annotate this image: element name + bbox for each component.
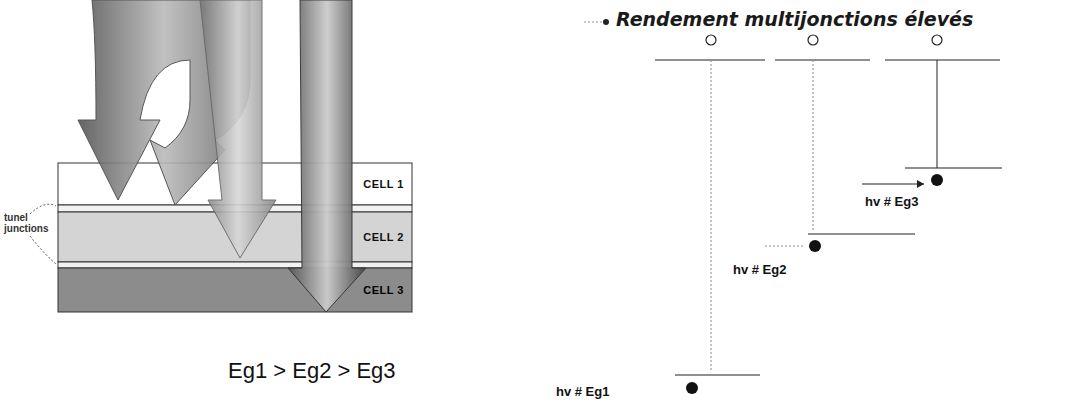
electron — [931, 174, 943, 186]
band-level — [808, 233, 915, 234]
bullet — [603, 19, 609, 25]
photon-line — [765, 246, 803, 247]
leader-line — [30, 236, 56, 264]
transition-line — [711, 60, 712, 372]
transition-line — [813, 60, 814, 232]
photon-arrow — [862, 184, 924, 185]
photon-label: hv # Eg2 — [733, 262, 786, 277]
light-arrow — [200, 0, 276, 258]
bandgap-order: Eg1 > Eg2 > Eg3 — [228, 358, 396, 384]
cell-layer: CELL 2 — [58, 212, 412, 262]
junction-label: tunel junctions — [4, 212, 52, 234]
photon-label: hv # Eg1 — [556, 384, 609, 399]
light-arrow — [288, 0, 366, 312]
tunnel-junction — [58, 262, 412, 268]
cell-layer: CELL 3 — [58, 268, 412, 312]
electron — [686, 382, 698, 394]
electron — [809, 240, 821, 252]
title: Rendement multijonctions élevés — [616, 8, 973, 30]
band-level — [775, 59, 870, 60]
cell-label: CELL 2 — [363, 231, 404, 243]
photon-label: hv # Eg3 — [865, 194, 918, 209]
cell-label: CELL 1 — [363, 178, 404, 190]
hole — [808, 35, 818, 45]
arrowhead — [917, 180, 924, 188]
transition-line — [937, 60, 938, 168]
band-level — [655, 59, 765, 60]
hole — [932, 35, 942, 45]
dotted-line — [584, 22, 602, 23]
leader-line — [30, 204, 56, 214]
band-level — [905, 167, 1002, 168]
cell-label: CELL 3 — [363, 284, 404, 296]
hole — [706, 35, 716, 45]
band-level — [675, 374, 760, 375]
cell-layer: CELL 1 — [58, 163, 412, 205]
band-level — [885, 59, 1000, 60]
